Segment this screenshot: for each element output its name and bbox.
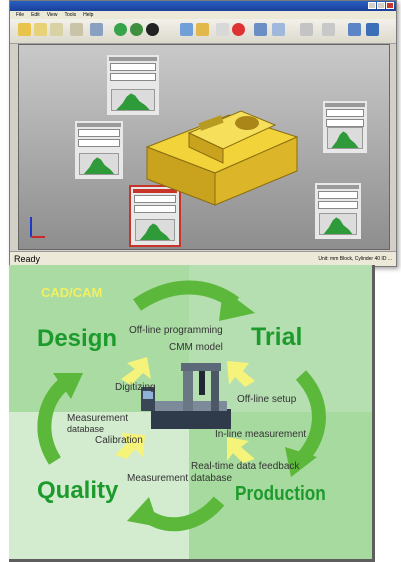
arrow-offline-setup xyxy=(227,361,255,387)
cycle-arrows xyxy=(37,280,326,532)
measurement-report-left[interactable] xyxy=(75,121,123,179)
arrow-head-quality xyxy=(127,497,159,527)
label-measurement-database-left-1: Measurement xyxy=(67,413,129,424)
run-icon[interactable] xyxy=(114,23,127,36)
menu-edit[interactable]: Edit xyxy=(31,12,40,18)
stage-design: Design xyxy=(37,325,118,352)
measurement-report-out-of-tolerance[interactable] xyxy=(129,185,181,247)
probe-icon[interactable] xyxy=(90,23,103,36)
stage-quality: Quality xyxy=(37,477,119,504)
maximize-button[interactable] xyxy=(377,2,385,9)
toolbar xyxy=(10,19,396,44)
align-icon[interactable] xyxy=(180,23,193,36)
step-icon[interactable] xyxy=(130,23,143,36)
measurement-report-right[interactable] xyxy=(323,101,367,153)
settings-icon[interactable] xyxy=(216,23,229,36)
arrow-head-production xyxy=(285,447,317,477)
arrow-head-trial xyxy=(219,289,255,321)
measurement-report-bottom-right[interactable] xyxy=(315,183,361,239)
pan-icon[interactable] xyxy=(300,23,313,36)
zoom-icon[interactable] xyxy=(272,23,285,36)
menu-bar: File Edit View Tools Help xyxy=(10,11,396,19)
stage-trial: Trial xyxy=(251,323,303,351)
menu-help[interactable]: Help xyxy=(83,12,94,18)
arrow-calibration xyxy=(115,433,145,459)
label-cmm-model: CMM model xyxy=(169,342,223,353)
status-ready: Ready xyxy=(14,254,41,264)
fit-icon[interactable] xyxy=(348,23,361,36)
cmm-machine-image xyxy=(141,363,231,429)
3d-viewport[interactable] xyxy=(18,44,390,250)
menu-view[interactable]: View xyxy=(46,12,58,18)
status-bar: Ready Unit: mm Block, Cylinder 40 ID ... xyxy=(10,251,396,266)
stop-icon[interactable] xyxy=(146,23,159,36)
arrow-head-design xyxy=(53,373,83,399)
quadrant-production xyxy=(189,412,372,559)
cad-cam-label: CAD/CAM xyxy=(41,285,103,300)
arrow-digitizing xyxy=(121,357,151,385)
title-bar xyxy=(10,1,396,11)
view-icon[interactable] xyxy=(254,23,267,36)
label-offline-setup: Off-line setup xyxy=(237,394,297,405)
print-icon[interactable] xyxy=(50,23,63,36)
label-measurement-database-left-2: database xyxy=(67,424,105,434)
stage-production: Production xyxy=(235,483,326,505)
measurement-report-top[interactable] xyxy=(107,55,159,115)
record-icon[interactable] xyxy=(232,23,245,36)
axis-triad-icon xyxy=(30,217,45,238)
label-digitizing: Digitizing xyxy=(115,382,156,393)
menu-tools[interactable]: Tools xyxy=(64,12,77,18)
label-offline-programming: Off-line programming xyxy=(129,325,223,336)
minimize-button[interactable] xyxy=(368,2,376,9)
part-model xyxy=(145,110,299,206)
help-icon[interactable] xyxy=(366,23,379,36)
label-inline-measurement: In-line measurement xyxy=(215,429,307,440)
label-realtime-feedback: Real-time data feedback xyxy=(191,461,300,472)
cad-application-window: File Edit View Tools Help xyxy=(9,0,397,267)
arrow-inline-measurement xyxy=(227,437,255,463)
arrow-trial-to-production xyxy=(294,370,326,467)
open-icon[interactable] xyxy=(18,23,31,36)
save-icon[interactable] xyxy=(34,23,47,36)
rotate-icon[interactable] xyxy=(322,23,335,36)
menu-file[interactable]: File xyxy=(16,12,25,18)
grid-icon[interactable] xyxy=(70,23,83,36)
metrology-cycle-diagram: CAD/CAM Design Trial Quality Production … xyxy=(9,265,375,562)
label-measurement-database: Measurement database xyxy=(127,473,233,484)
status-info: Unit: mm Block, Cylinder 40 ID ... xyxy=(318,256,392,262)
arrow-design-to-trial xyxy=(133,280,240,311)
report-icon[interactable] xyxy=(196,23,209,36)
close-button[interactable] xyxy=(386,2,394,9)
arrow-quality-to-design xyxy=(37,377,70,465)
label-calibration: Calibration xyxy=(95,435,143,446)
